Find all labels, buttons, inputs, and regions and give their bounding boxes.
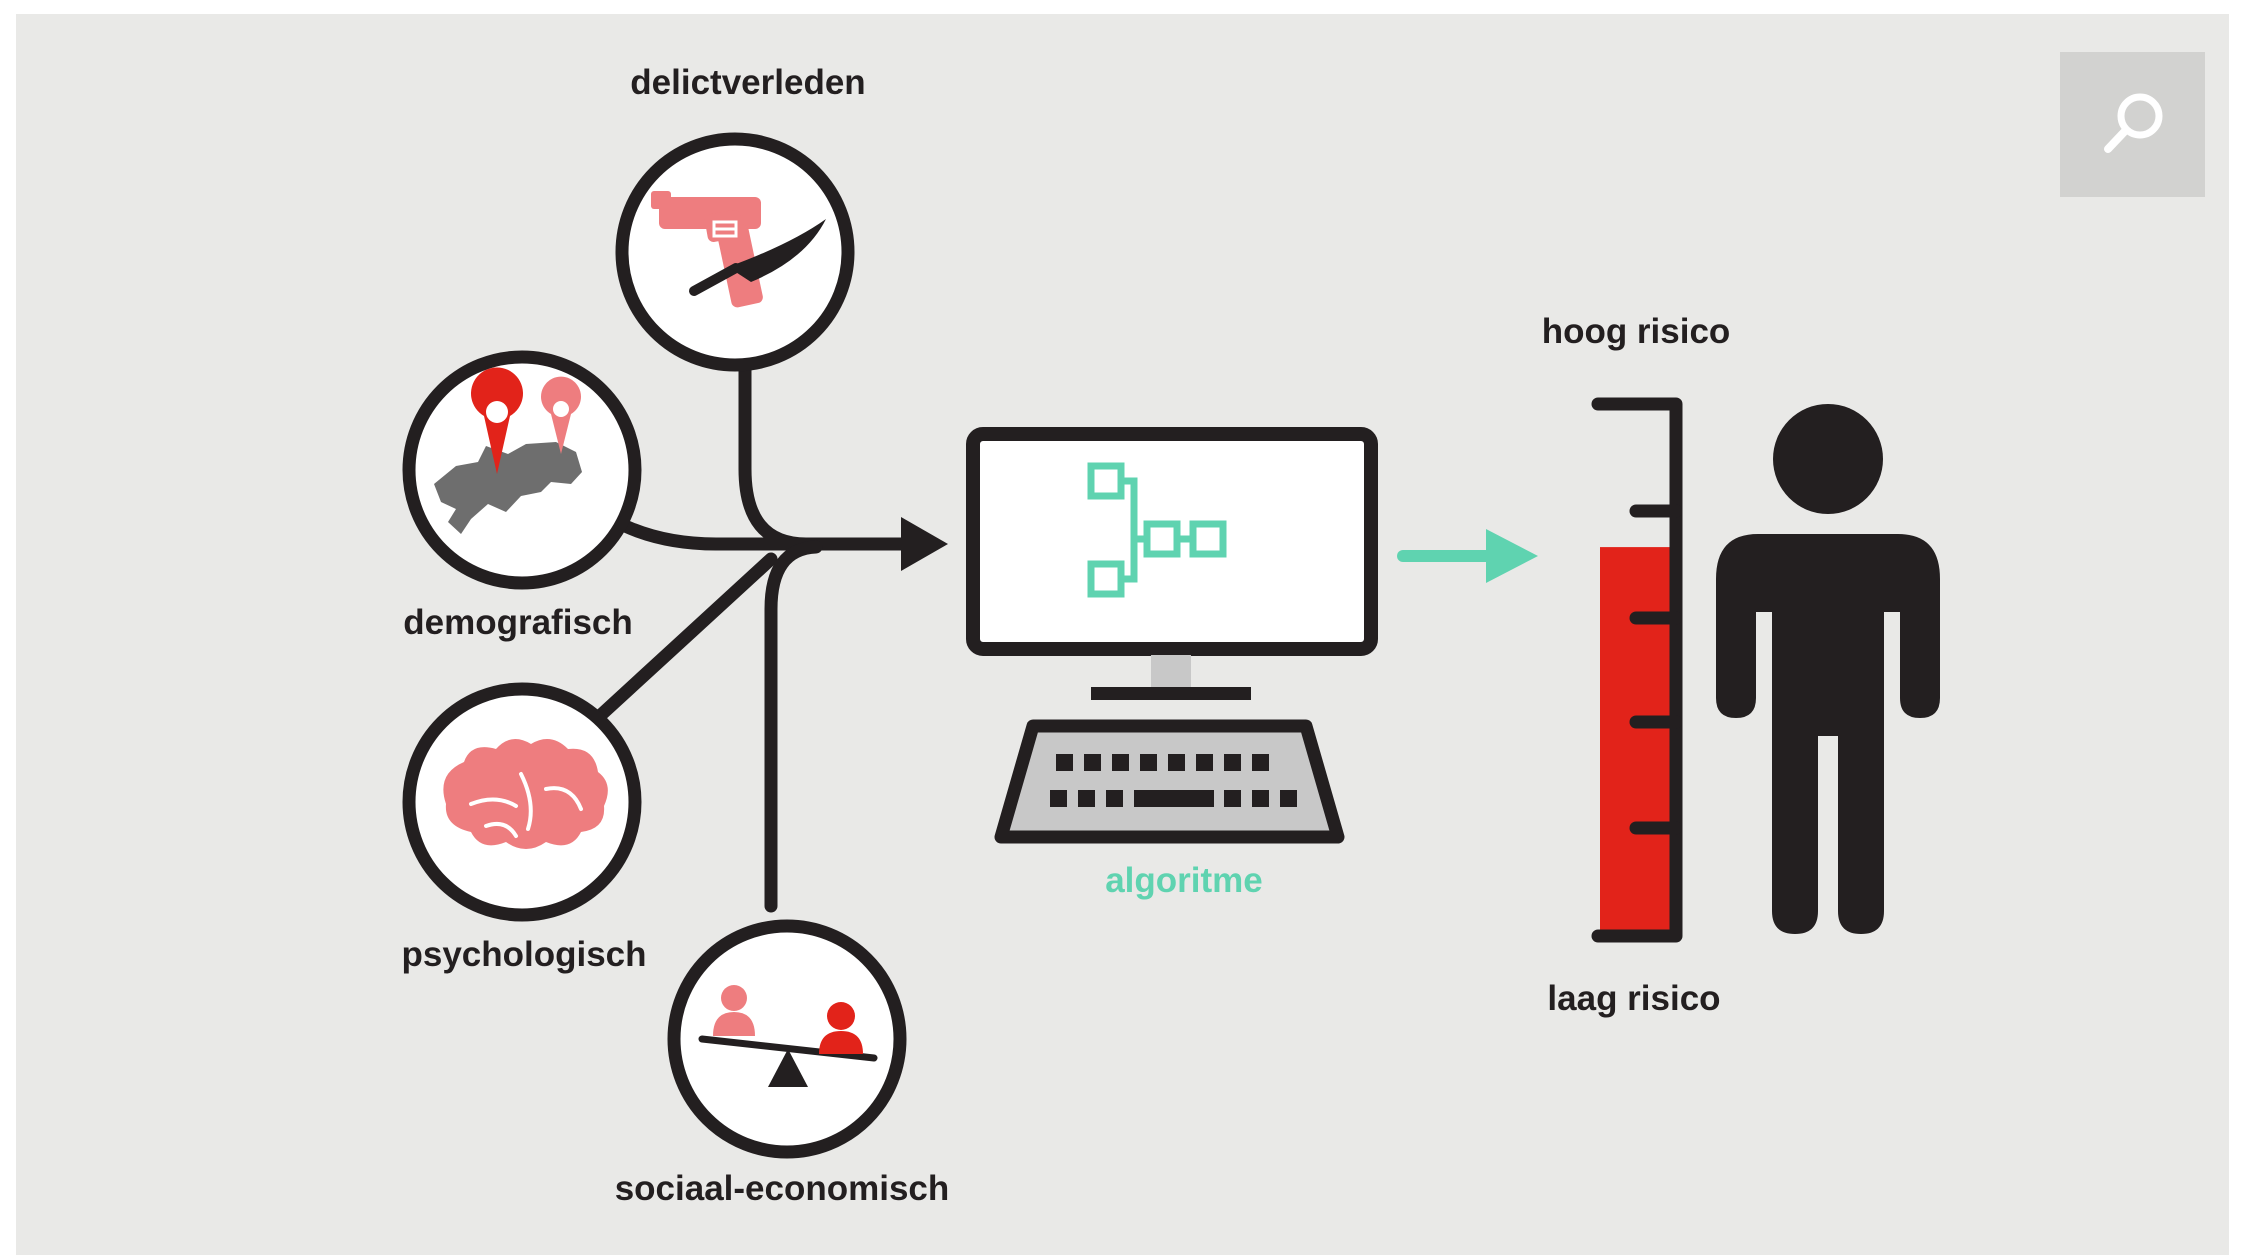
connector-sociaal-economisch (764, 540, 823, 913)
risk-scale: hoog risico laag risico (1542, 312, 1731, 1018)
balance-scale-icon (698, 1035, 878, 1087)
risk-assessment-diagram: delictverleden demografisch psychologisc… (401, 63, 1940, 1208)
label-algoritme: algoritme (1105, 861, 1263, 900)
keyboard-icon (994, 719, 1345, 844)
monitor-screen (966, 427, 1378, 656)
location-pin-pink-icon (541, 376, 581, 454)
label-hoog-risico: hoog risico (1542, 312, 1731, 351)
psychologisch-node: psychologisch (401, 682, 647, 974)
flowchart-icon (1087, 462, 1227, 598)
monitor-neck (1151, 655, 1191, 689)
risk-level-fill (1600, 547, 1672, 934)
brain-icon (443, 739, 608, 849)
label-sociaal-economisch: sociaal-economisch (615, 1169, 950, 1208)
connector-psychologisch (595, 552, 778, 721)
person-red-icon (819, 1002, 863, 1054)
diagram-canvas: delictverleden demografisch psychologisc… (16, 14, 2229, 1255)
magnifier-icon (2104, 93, 2163, 153)
sociaal-economisch-node: sociaal-economisch (615, 919, 950, 1208)
arrow-to-risk-scale (1397, 529, 1538, 583)
netherlands-map-icon (434, 442, 582, 534)
person-icon (1716, 404, 1940, 934)
label-psychologisch: psychologisch (401, 935, 646, 974)
person-pink-icon (713, 985, 755, 1036)
input-connectors (595, 359, 913, 913)
monitor-stand (1091, 687, 1251, 700)
scale-frame (1591, 397, 1683, 943)
label-delictverleden: delictverleden (630, 63, 865, 102)
label-demografisch: demografisch (403, 603, 633, 642)
demografisch-node: demografisch (402, 350, 642, 642)
location-pin-red-icon (471, 367, 523, 474)
delictverleden-node: delictverleden (615, 63, 866, 372)
knife-icon (689, 219, 826, 296)
computer-icon: algoritme (966, 427, 1378, 900)
arrow-to-algorithm (901, 517, 948, 571)
connector-delictverleden (738, 359, 813, 551)
label-laag-risico: laag risico (1547, 979, 1720, 1018)
zoom-button[interactable] (2060, 52, 2205, 197)
